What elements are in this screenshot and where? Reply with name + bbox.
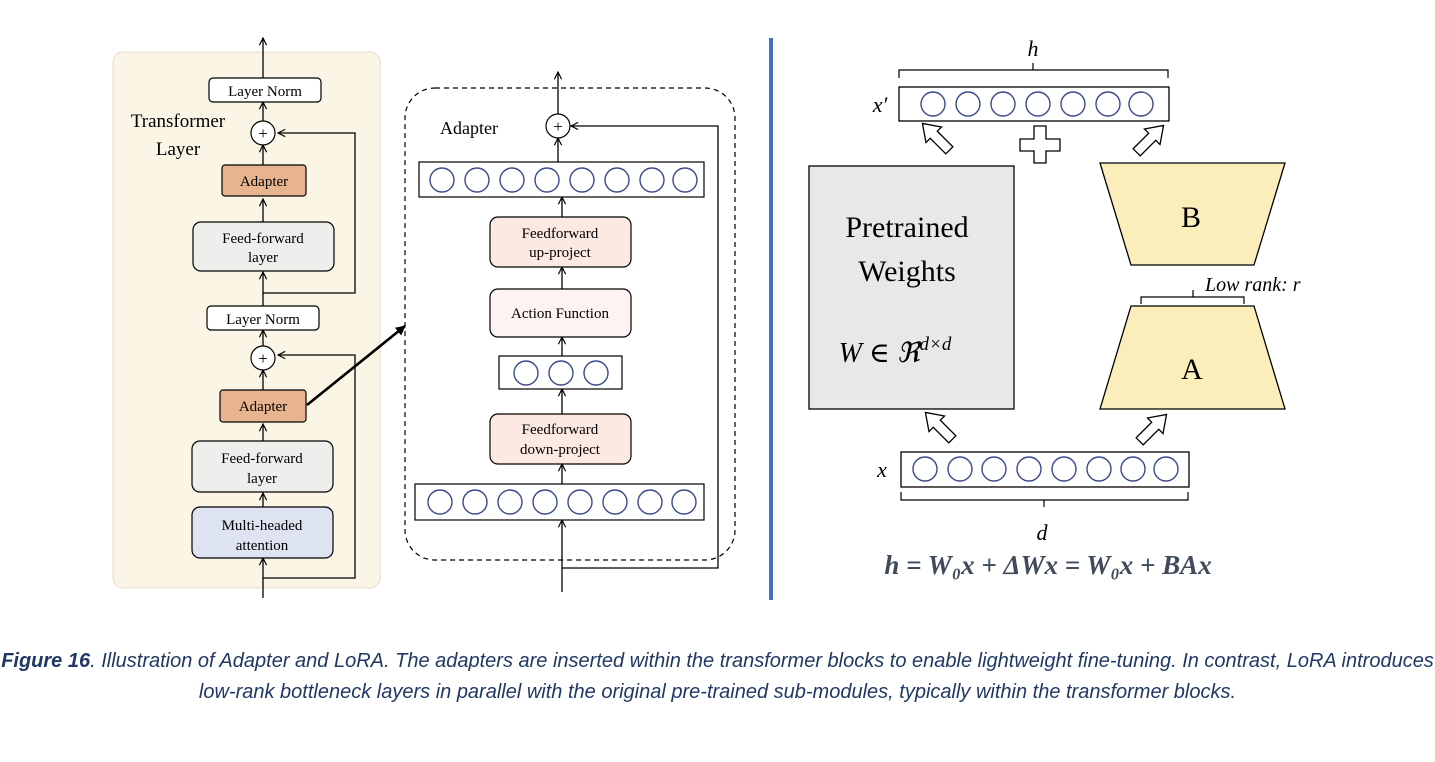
feed-forward-top-label-2: layer (248, 250, 278, 266)
feedforward-up-project (489, 216, 632, 268)
x-prime-label: x′ (872, 92, 889, 117)
lora-diagram: h x′ Pretrained Weights W ∈ ℜd×d (808, 36, 1301, 580)
plus-sign: + (553, 117, 563, 136)
up-project-label: Feedforward (522, 226, 599, 242)
residual-add-bottom (250, 345, 276, 371)
caption-text: . Illustration of Adapter and LoRA. The … (90, 650, 1434, 703)
lora-matrix-a (1099, 305, 1286, 410)
h-brace (898, 63, 1169, 78)
hollow-arrow-x-to-a (1135, 413, 1168, 446)
multi-headed-attention-label: Multi-headed (222, 518, 303, 534)
h-label: h (1028, 36, 1039, 61)
output-vector-neurons (920, 91, 1154, 117)
multi-headed-attention (191, 506, 334, 559)
residual-add-top (250, 120, 276, 146)
caption-figure-label: Figure 16 (1, 650, 91, 672)
weight-formula-superscript: d×d (920, 334, 952, 355)
input-vector-x (900, 451, 1190, 488)
up-project-label-2: up-project (529, 245, 591, 261)
d-brace (900, 492, 1189, 507)
lora-equation: h = W₀x + ΔWx = W₀x + BAx (884, 550, 1211, 580)
input-vector-neurons (912, 456, 1179, 482)
feed-forward-bottom-label: Feed-forward (221, 451, 303, 467)
activation-function-label: Action Function (511, 306, 609, 322)
hollow-plus-icon (1019, 125, 1061, 164)
a-label: A (1181, 353, 1203, 386)
low-rank-label: Low rank: r (1204, 274, 1301, 296)
input-neurons (427, 489, 697, 515)
layer-norm-top (208, 77, 322, 103)
pretrained-label: Pretrained (845, 211, 968, 244)
lora-matrix-b (1099, 162, 1286, 266)
hollow-arrow-pretrained-to-output (921, 122, 954, 155)
adapter-bottom-label: Adapter (239, 399, 287, 415)
feed-forward-bottom-label-2: layer (247, 471, 277, 487)
plus-sign: + (258, 349, 268, 368)
weights-label: Weights (858, 255, 956, 288)
hollow-arrow-b-to-output (1132, 124, 1165, 157)
figure-caption: Figure 16. Illustration of Adapter and L… (0, 646, 1435, 708)
feed-forward-bottom (191, 440, 334, 493)
weight-formula-main: W ∈ ℜ (839, 338, 923, 369)
b-label: B (1181, 201, 1201, 234)
adapter-top-label: Adapter (240, 174, 288, 190)
bottleneck-neurons (513, 360, 609, 386)
figure-diagram: Transformer Layer Layer Norm + Adapter F… (112, 36, 1301, 600)
low-rank-brace (1140, 290, 1245, 304)
adapter-detail-frame (404, 87, 736, 561)
adapter-skip-connection (562, 126, 719, 569)
transformer-layer-diagram: Transformer Layer Layer Norm + Adapter F… (112, 38, 406, 598)
residual-connection-bottom (263, 355, 356, 579)
down-project-label: Feedforward (522, 422, 599, 438)
activation-function (489, 288, 632, 338)
pretrained-weights-block (808, 165, 1015, 410)
adapter-top (221, 164, 307, 197)
zoom-arrow (306, 324, 406, 407)
weight-formula: W ∈ ℜd×d (839, 334, 952, 369)
d-label: d (1037, 520, 1049, 545)
residual-connection-top (263, 133, 356, 294)
hollow-arrow-x-to-pretrained (924, 411, 957, 444)
feed-forward-top-label: Feed-forward (222, 231, 304, 247)
adapter-residual-add (545, 113, 571, 139)
transformer-layer-label: Transformer (131, 111, 226, 132)
down-project-label-2: down-project (520, 442, 601, 458)
layer-norm-bottom-label: Layer Norm (226, 312, 300, 328)
layer-norm-top-label: Layer Norm (228, 84, 302, 100)
feed-forward-top (192, 221, 335, 272)
adapter-detail-diagram: Adapter + Feedforward up-project Action … (404, 72, 736, 592)
layer-norm-bottom (206, 305, 320, 331)
adapter-bottom (219, 389, 307, 423)
output-neurons (429, 167, 698, 193)
x-label: x (876, 457, 887, 482)
adapter-detail-title: Adapter (440, 118, 498, 138)
multi-headed-attention-label-2: attention (236, 538, 289, 554)
plus-sign: + (258, 124, 268, 143)
feedforward-down-project (489, 413, 632, 465)
transformer-layer-label-line2: Layer (156, 139, 201, 160)
